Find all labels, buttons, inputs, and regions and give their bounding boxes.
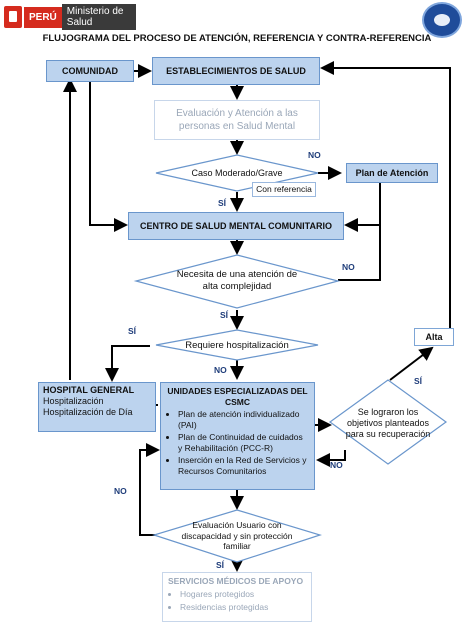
page-title: FLUJOGRAMA DEL PROCESO DE ATENCIÓN, REFE…: [42, 33, 432, 44]
node-necesita: Necesita de una atención de alta complej…: [176, 269, 298, 292]
institution-seal-icon: [422, 2, 462, 38]
minsa-logo: PERÚ Ministerio de Salud: [4, 4, 164, 30]
node-comunidad: COMUNIDAD: [46, 60, 134, 82]
logo-ministry: Ministerio de Salud: [61, 4, 136, 30]
label-no-requiere: NO: [214, 365, 227, 375]
decision-objetivos-shape: [328, 379, 448, 465]
servicios-title: SERVICIOS MÉDICOS DE APOYO: [168, 576, 304, 586]
unidades-item-3: Inserción en la Red de Servicios y Recur…: [178, 455, 309, 476]
node-caso: Caso Moderado/Grave: [191, 167, 283, 178]
label-si-caso: SÍ: [218, 198, 227, 208]
arrow-comunidad-csmc: [89, 80, 128, 232]
peru-shield-icon: [4, 6, 22, 28]
node-hospital: HOSPITAL GENERAL Hospitalización Hospita…: [38, 382, 156, 432]
hospital-title: HOSPITAL GENERAL: [43, 385, 135, 395]
node-unidades: UNIDADES ESPECIALIZADAS DEL CSMC Plan de…: [160, 382, 315, 490]
node-con-referencia: Con referencia: [252, 182, 316, 197]
label-no-evaluacion: NO: [114, 486, 127, 496]
node-evaluacion-usuario: Evaluación Usuario con discapacidad y si…: [181, 520, 293, 552]
label-si-alta: SÍ: [414, 376, 423, 386]
unidades-title: UNIDADES ESPECIALIZADAS DEL CSMC: [167, 386, 308, 407]
node-objetivos: Se lograron los objetivos planteados par…: [345, 406, 431, 439]
node-csmc: CENTRO DE SALUD MENTAL COMUNITARIO: [128, 212, 344, 240]
arrow-objetivos-alta: [389, 346, 434, 381]
node-requiere: Requiere hospitalización: [185, 339, 289, 351]
servicios-item-2: Residencias protegidas: [180, 602, 306, 613]
arrow-evaluacion-no: [139, 443, 160, 536]
label-no-objetivos: NO: [330, 460, 343, 470]
line-necesita-no: [338, 225, 381, 281]
label-si-requiere: SÍ: [128, 326, 137, 336]
unidades-item-2: Plan de Continuidad de cuidados y Rehabi…: [178, 432, 309, 453]
node-servicios: SERVICIOS MÉDICOS DE APOYO Hogares prote…: [162, 572, 312, 622]
label-no-caso: NO: [308, 150, 321, 160]
arrow-objetivos-no: [316, 450, 346, 467]
unidades-item-1: Plan de atención individualizado (PAI): [178, 409, 309, 430]
hospital-item-1: Hospitalización: [43, 396, 104, 406]
label-no-necesita: NO: [342, 262, 355, 272]
arrow-requiere-hospital: [105, 345, 150, 382]
decision-evaluacion-shape: [151, 509, 323, 563]
arrow-plan-csmc: [344, 183, 381, 232]
node-alta: Alta: [414, 328, 454, 346]
label-si-evaluacion: SÍ: [216, 560, 225, 570]
node-plan-atencion: Plan de Atención: [346, 163, 438, 183]
logo-country: PERÚ: [24, 6, 62, 28]
node-establecimientos: ESTABLECIMIENTOS DE SALUD: [152, 57, 320, 85]
arrow-alta-establecimientos: [320, 61, 451, 330]
label-si-necesita: SÍ: [220, 310, 229, 320]
servicios-item-1: Hogares protegidos: [180, 589, 306, 600]
hospital-item-2: Hospitalización de Día: [43, 407, 133, 417]
node-evaluacion: Evaluación y Atención a las personas en …: [154, 100, 320, 140]
decision-necesita-shape: [133, 254, 341, 309]
decision-requiere-shape: [155, 329, 319, 361]
